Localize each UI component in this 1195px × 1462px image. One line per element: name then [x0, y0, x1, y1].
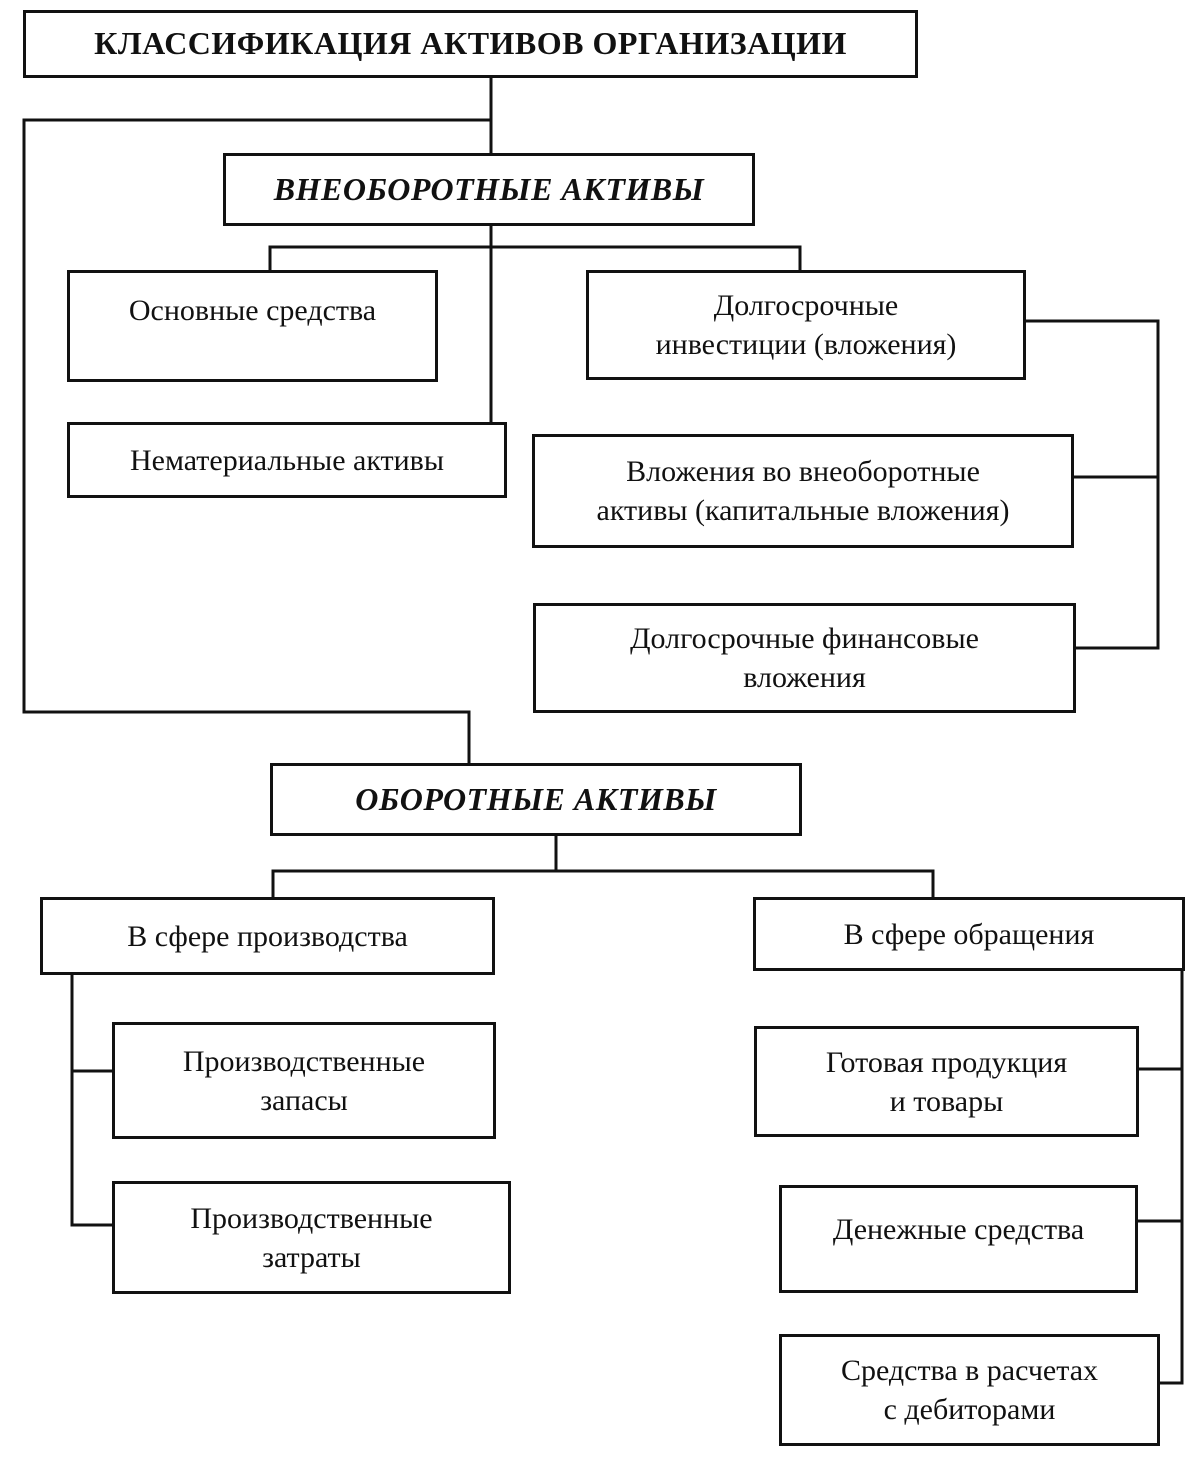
connector-production-bracket — [70, 972, 115, 1227]
connector-current-branch — [271, 869, 935, 899]
current-assets-heading: ОБОРОТНЫЕ АКТИВЫ — [270, 763, 802, 836]
production-sphere-box: В сфере производства — [40, 897, 495, 975]
cash-box: Денежные средства — [779, 1185, 1138, 1293]
circulation-sphere-box: В сфере обращения — [753, 897, 1185, 971]
intangible-assets-box: Нематериальные активы — [67, 422, 507, 498]
non-current-assets-heading: ВНЕОБОРОТНЫЕ АКТИВЫ — [223, 153, 755, 226]
diagram-title: КЛАССИФИКАЦИЯ АКТИВОВ ОРГАНИЗАЦИИ — [23, 10, 918, 78]
connector-noncurrent-branch — [268, 245, 802, 272]
receivables-box: Средства в расчетах с дебиторами — [779, 1334, 1160, 1446]
production-inventories-box: Производственные запасы — [112, 1022, 496, 1139]
finished-goods-box: Готовая продукция и товары — [754, 1026, 1139, 1137]
connector-investments-bracket — [1022, 319, 1160, 650]
production-costs-box: Производственные затраты — [112, 1181, 511, 1294]
capital-investments-box: Вложения во внеоборотные активы (капитал… — [532, 434, 1074, 548]
connector-left-trunk — [22, 118, 493, 767]
fixed-assets-box: Основные средства — [67, 270, 438, 382]
connector-circulation-bracket — [1157, 967, 1184, 1385]
long-term-investments-box: Долгосрочные инвестиции (вложения) — [586, 270, 1026, 380]
long-term-financial-investments-box: Долгосрочные финансовые вложения — [533, 603, 1076, 713]
